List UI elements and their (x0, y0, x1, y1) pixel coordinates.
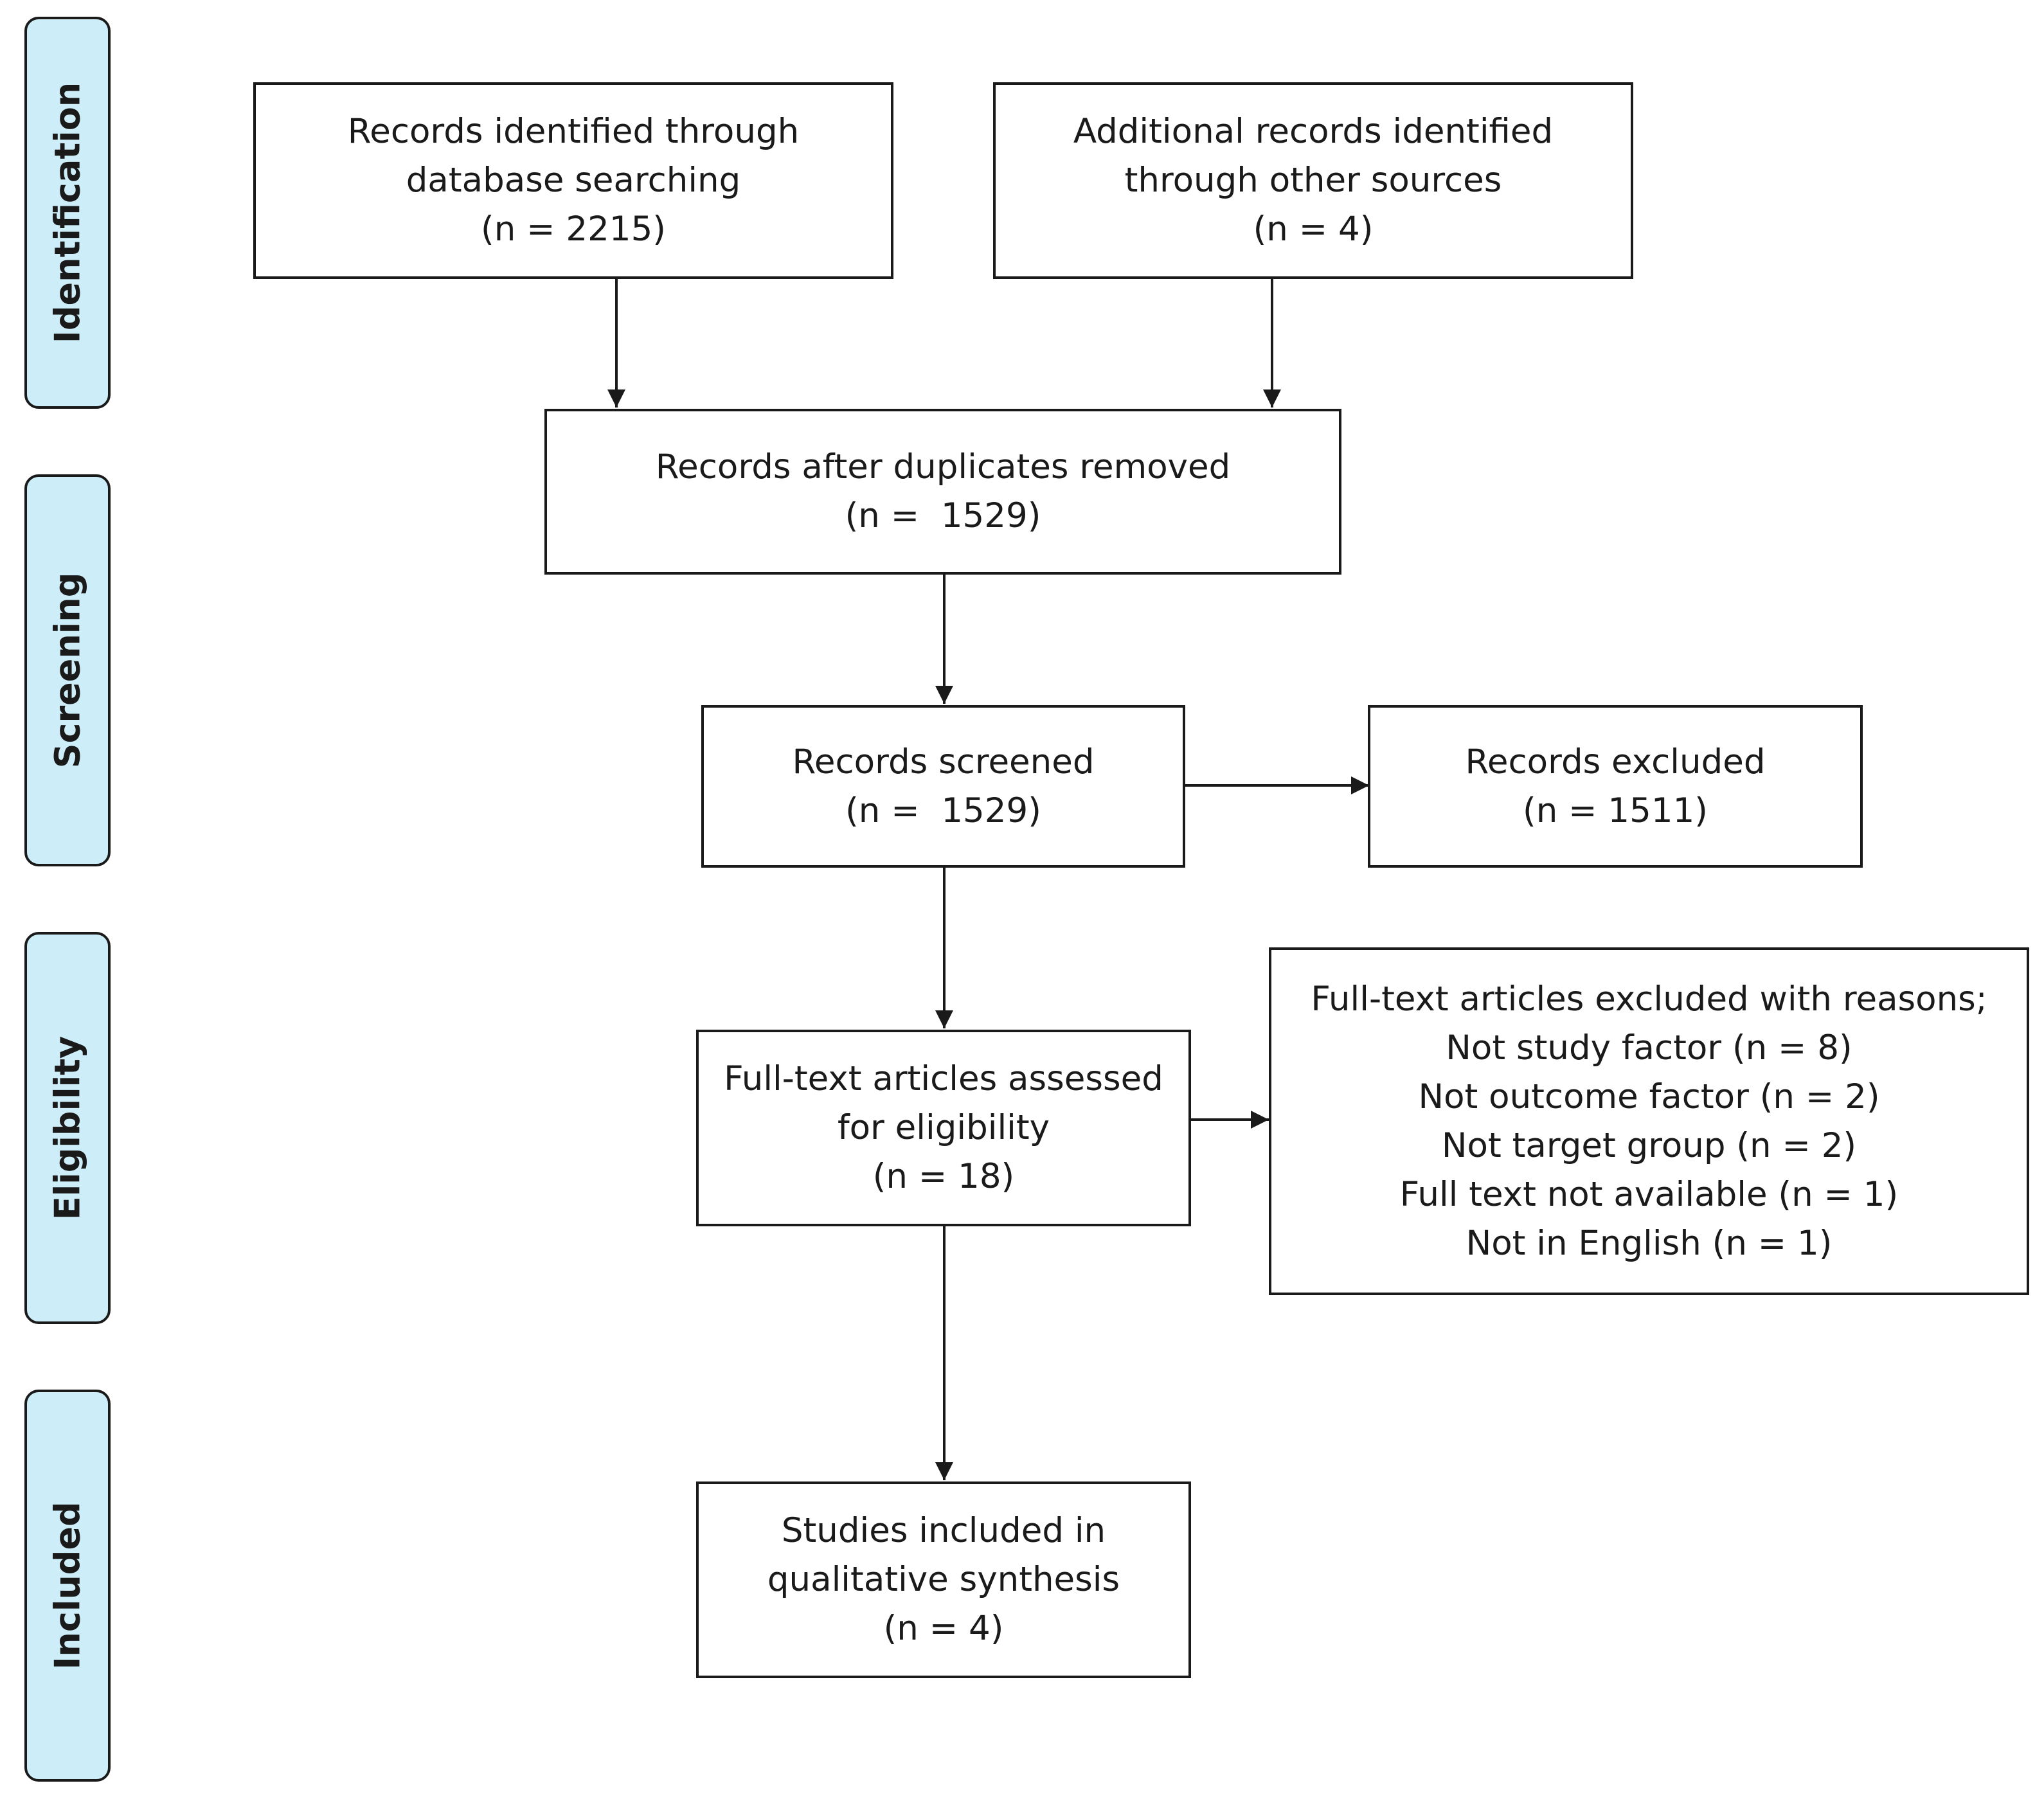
box-line: Not study factor (n = 8) (1446, 1028, 1852, 1068)
box-line: (n = 1529) (845, 496, 1041, 535)
database-records-box: Records identified through database sear… (253, 82, 893, 279)
box-line: Studies included in (781, 1511, 1106, 1550)
stage-identification: Identification (24, 17, 111, 409)
box-line: (n = 2215) (481, 210, 666, 249)
box-line: (n = 1529) (845, 791, 1041, 830)
box-line: Records after duplicates removed (655, 447, 1231, 487)
fulltext-excluded-box: Full-text articles excluded with reasons… (1269, 947, 2029, 1295)
box-line: Records identified through (347, 112, 800, 151)
stage-included: Included (24, 1390, 111, 1782)
records-screened-box: Records screened (n = 1529) (701, 705, 1185, 868)
box-line: Not in English (n = 1) (1466, 1223, 1833, 1263)
other-sources-box: Additional records identified through ot… (993, 82, 1633, 279)
box-line: (n = 1511) (1523, 791, 1708, 830)
included-studies-box: Studies included in qualitative synthesi… (696, 1481, 1191, 1678)
box-line: Full text not available (n = 1) (1399, 1174, 1899, 1214)
box-line: (n = 4) (1253, 210, 1374, 249)
fulltext-assessed-box: Full-text articles assessed for eligibil… (696, 1030, 1191, 1226)
box-line: Full-text articles assessed (724, 1059, 1163, 1098)
box-line: database searching (406, 161, 741, 200)
box-line: qualitative synthesis (767, 1560, 1120, 1599)
box-line: Additional records identified (1073, 112, 1554, 151)
box-line: through other sources (1124, 161, 1502, 200)
box-line: for eligibility (837, 1108, 1050, 1147)
box-line: Not target group (n = 2) (1441, 1125, 1857, 1165)
box-line: Not outcome factor (n = 2) (1418, 1077, 1880, 1116)
duplicates-removed-box: Records after duplicates removed (n = 15… (544, 409, 1341, 575)
box-line: (n = 4) (883, 1609, 1004, 1648)
records-excluded-box: Records excluded (n = 1511) (1368, 705, 1863, 868)
box-line: Records screened (792, 742, 1095, 782)
stage-eligibility: Eligibility (24, 932, 111, 1324)
box-line: Records excluded (1465, 742, 1766, 782)
stage-screening: Screening (24, 474, 111, 866)
box-line: Full-text articles excluded with reasons… (1311, 979, 1987, 1019)
box-line: (n = 18) (872, 1157, 1015, 1196)
